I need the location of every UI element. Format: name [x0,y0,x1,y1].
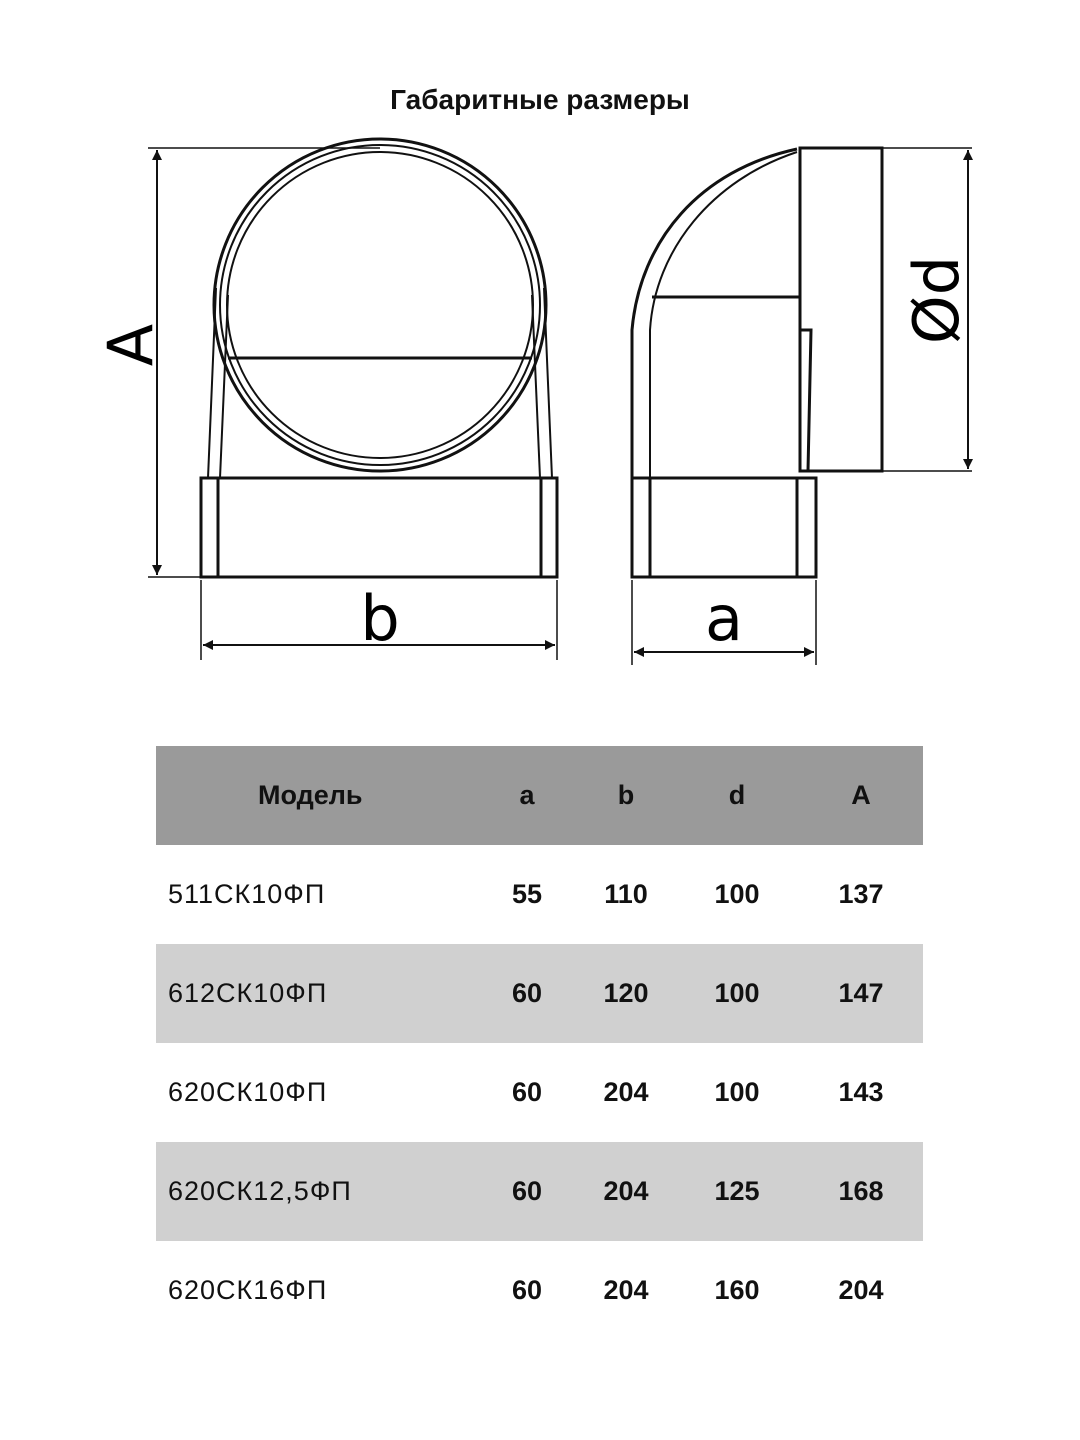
dimension-label-A: A [94,324,167,366]
cell-b: 204 [603,1176,649,1206]
cell-b: 204 [603,1077,649,1107]
header-b: b [617,780,635,810]
cell-d: 100 [714,1077,760,1107]
cell-a: 60 [511,978,543,1008]
dimension-label-b: b [360,582,399,655]
header-d: d [728,780,746,810]
cell-d: 125 [714,1176,760,1206]
cell-A: 147 [838,978,884,1008]
cell-d: 100 [714,879,760,909]
table-row: 620СК10ФП 60 204 100 143 [156,1043,923,1142]
cell-b: 204 [603,1275,649,1305]
cell-b: 120 [603,978,649,1008]
table-row: 612СК10ФП 60 120 100 147 [156,944,923,1043]
cell-model: 511СК10ФП [168,879,326,909]
side-view [630,146,884,579]
cell-A: 168 [838,1176,884,1206]
table-row: 620СК12,5ФП 60 204 125 168 [156,1142,923,1241]
cell-b: 110 [604,879,648,909]
header-a: a [519,780,535,810]
table-row: 620СК16ФП 60 204 160 204 [156,1241,923,1340]
dimension-label-d: Ød [900,256,973,344]
page-title: Габаритные размеры [390,84,690,115]
cell-model: 620СК10ФП [168,1077,328,1107]
cell-a: 60 [511,1176,543,1206]
cell-model: 620СК12,5ФП [168,1176,352,1206]
header-A: A [851,780,871,810]
cell-d: 160 [714,1275,760,1305]
dimension-label-a: a [705,582,743,655]
cell-model: 612СК10ФП [168,978,328,1008]
dimension-lines [148,147,973,665]
table-row: 511СК10ФП 55 110 100 137 [156,845,923,944]
cell-d: 100 [714,978,760,1008]
dimensions-table: Модель a b d A 511СК10ФП 55 110 100 137 … [156,746,923,1340]
cell-model: 620СК16ФП [168,1275,328,1305]
cell-a: 55 [511,879,543,909]
front-view [199,137,559,579]
cell-A: 204 [838,1275,884,1305]
cell-a: 60 [511,1077,543,1107]
cell-A: 143 [838,1077,884,1107]
cell-a: 60 [511,1275,543,1305]
cell-A: 137 [838,879,884,909]
table-header: Модель a b d A [156,746,923,845]
dimension-drawing: A b a Ød [94,137,973,665]
header-model: Модель [258,780,363,810]
